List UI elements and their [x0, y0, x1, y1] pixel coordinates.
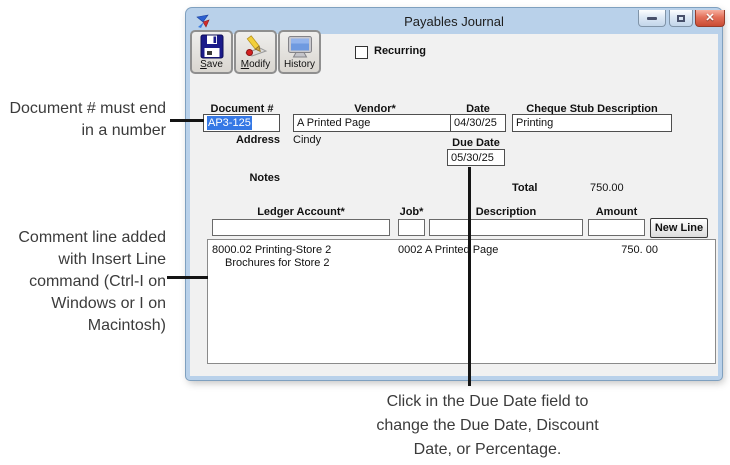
- pencil-icon: [244, 35, 267, 57]
- job-input[interactable]: [398, 219, 425, 236]
- vendor-label: Vendor*: [354, 103, 396, 115]
- floppy-disk-icon: [200, 34, 223, 59]
- new-line-button[interactable]: New Line: [650, 218, 708, 238]
- notes-label: Notes: [249, 172, 280, 184]
- row-comment: Brochures for Store 2: [225, 257, 330, 269]
- due-date-label: Due Date: [452, 137, 500, 149]
- total-label: Total: [512, 182, 538, 194]
- ledger-account-header: Ledger Account*: [257, 206, 345, 218]
- close-button[interactable]: ✕: [695, 10, 725, 27]
- line-items-list[interactable]: [207, 239, 716, 364]
- app-logo-icon: [196, 14, 210, 28]
- minimize-icon: [647, 16, 657, 20]
- window-title: Payables Journal: [404, 14, 504, 29]
- save-button[interactable]: Save: [190, 30, 233, 74]
- maximize-button[interactable]: [669, 10, 693, 27]
- history-button[interactable]: History: [278, 30, 321, 74]
- document-number-label: Document #: [210, 103, 274, 115]
- comment-line-note: Comment line added with Insert Line comm…: [18, 229, 166, 334]
- row-description: A Printed Page: [425, 244, 499, 256]
- vendor-field[interactable]: A Printed Page: [293, 114, 457, 132]
- close-icon: ✕: [705, 11, 715, 24]
- amount-header: Amount: [595, 206, 638, 218]
- row-account: 8000.02 Printing-Store 2: [212, 244, 332, 256]
- history-button-label: History: [283, 59, 316, 70]
- callout-line-comment: [167, 276, 208, 279]
- recurring-checkbox[interactable]: [355, 46, 368, 59]
- cheque-stub-description-label: Cheque Stub Description: [526, 103, 658, 115]
- date-field[interactable]: 04/30/25: [450, 114, 506, 132]
- description-header: Description: [475, 206, 537, 218]
- amount-input[interactable]: [588, 219, 645, 236]
- monitor-icon: [287, 36, 312, 58]
- row-job: 0002: [398, 244, 423, 256]
- maximize-icon: [677, 14, 685, 22]
- callout-line-due-date: [468, 167, 471, 386]
- payables-journal-window: Payables Journal ✕ Save: [186, 8, 725, 380]
- row-amount: 750. 00: [621, 244, 658, 256]
- description-input[interactable]: [429, 219, 583, 236]
- recurring-label: Recurring: [374, 45, 426, 57]
- callout-line-document: [170, 119, 204, 122]
- due-date-field[interactable]: 05/30/25: [447, 149, 505, 166]
- total-value: 750.00: [590, 182, 624, 194]
- job-header: Job*: [399, 206, 424, 218]
- document-number-field[interactable]: AP3-125: [203, 114, 280, 132]
- cheque-stub-description-field[interactable]: Printing: [512, 114, 672, 132]
- address-label: Address: [235, 134, 280, 146]
- titlebar[interactable]: Payables Journal: [190, 10, 718, 34]
- modify-button-label: Modify: [240, 59, 271, 70]
- address-value: Cindy: [293, 134, 322, 146]
- document-number-selected-text: AP3-125: [207, 116, 252, 130]
- ledger-account-input[interactable]: [212, 219, 390, 236]
- save-button-label: Save: [200, 59, 223, 70]
- date-label: Date: [466, 103, 490, 115]
- due-date-note: Click in the Due Date field to change th…: [376, 393, 599, 458]
- document-number-note: Document # must end in a number: [9, 100, 166, 139]
- minimize-button[interactable]: [638, 10, 666, 27]
- modify-button[interactable]: Modify: [234, 30, 277, 74]
